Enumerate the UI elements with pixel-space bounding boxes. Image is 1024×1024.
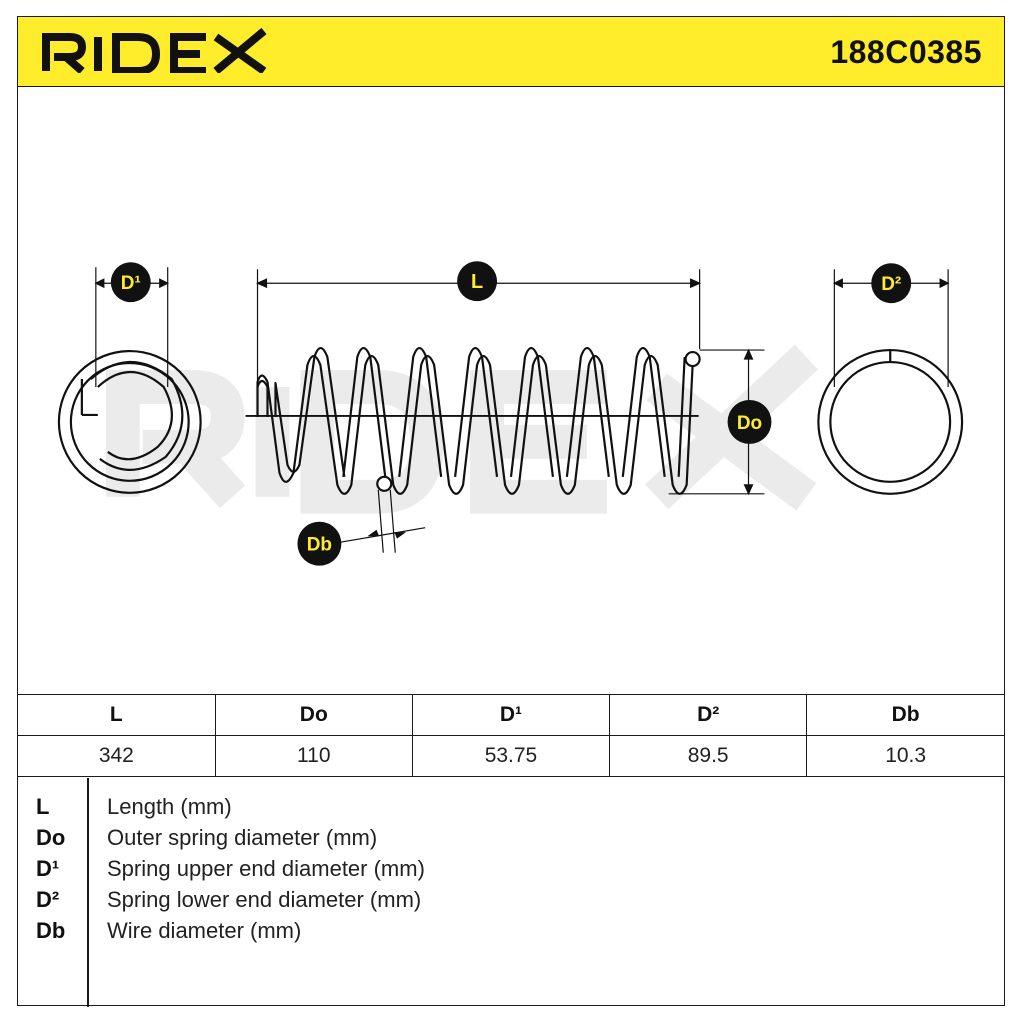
table-header: D¹ xyxy=(411,694,611,736)
spec-sheet: 188C0385 D¹ xyxy=(17,16,1005,1007)
d2-badge: D² xyxy=(871,263,912,304)
table-header: D² xyxy=(609,694,808,736)
legend-symbol: D¹ xyxy=(36,856,60,881)
legend: L Length (mm) Do Outer spring diameter (… xyxy=(18,778,1004,1007)
d1-label: D¹ xyxy=(121,273,141,294)
table-header: Db xyxy=(806,694,1004,736)
legend-item: Db Wire diameter (mm) xyxy=(18,918,1004,949)
do-badge: Do xyxy=(727,399,772,444)
spring-drawing: D¹ L Do xyxy=(57,261,964,566)
upper-end-view xyxy=(57,349,202,494)
d1-dimension xyxy=(94,267,170,388)
l-label: L xyxy=(471,271,483,293)
do-label: Do xyxy=(737,413,762,434)
table-cell: 89.5 xyxy=(609,735,808,777)
legend-text: Spring lower end diameter (mm) xyxy=(107,887,422,912)
l-badge: L xyxy=(457,261,498,302)
legend-text: Spring upper end diameter (mm) xyxy=(107,856,425,881)
legend-symbol: L xyxy=(36,794,50,819)
legend-symbol: Do xyxy=(36,825,66,850)
table-row: 342 110 53.75 89.5 10.3 xyxy=(18,735,1004,777)
legend-divider xyxy=(87,778,89,1007)
spring-coil xyxy=(245,346,701,495)
legend-text: Wire diameter (mm) xyxy=(107,918,302,943)
db-dimension xyxy=(337,489,426,553)
table-header-row: L Do D¹ D² Db xyxy=(18,694,1004,736)
part-number: 188C0385 xyxy=(830,34,982,70)
table-cell: 53.75 xyxy=(411,735,611,777)
legend-text: Outer spring diameter (mm) xyxy=(107,825,378,850)
db-badge: Db xyxy=(297,521,342,566)
table-header: Do xyxy=(214,694,413,736)
d2-label: D² xyxy=(881,274,901,295)
legend-symbol: D² xyxy=(36,887,60,912)
lower-end-view xyxy=(817,348,964,495)
legend-item: Do Outer spring diameter (mm) xyxy=(18,825,1004,856)
legend-symbol: Db xyxy=(36,918,66,943)
legend-item: D² Spring lower end diameter (mm) xyxy=(18,887,1004,918)
db-label: Db xyxy=(307,535,332,556)
table-cell: 342 xyxy=(18,735,216,777)
d1-badge: D¹ xyxy=(110,262,151,303)
header-bar: 188C0385 xyxy=(18,17,1004,87)
legend-item: L Length (mm) xyxy=(18,794,1004,825)
table-cell: 10.3 xyxy=(806,735,1004,777)
spec-table: L Do D¹ D² Db 342 110 53.75 89.5 10.3 xyxy=(18,694,1004,777)
legend-item: D¹ Spring upper end diameter (mm) xyxy=(18,856,1004,887)
table-header: L xyxy=(18,694,216,736)
table-cell: 110 xyxy=(214,735,413,777)
legend-text: Length (mm) xyxy=(107,794,232,819)
ridex-logo xyxy=(42,27,267,73)
